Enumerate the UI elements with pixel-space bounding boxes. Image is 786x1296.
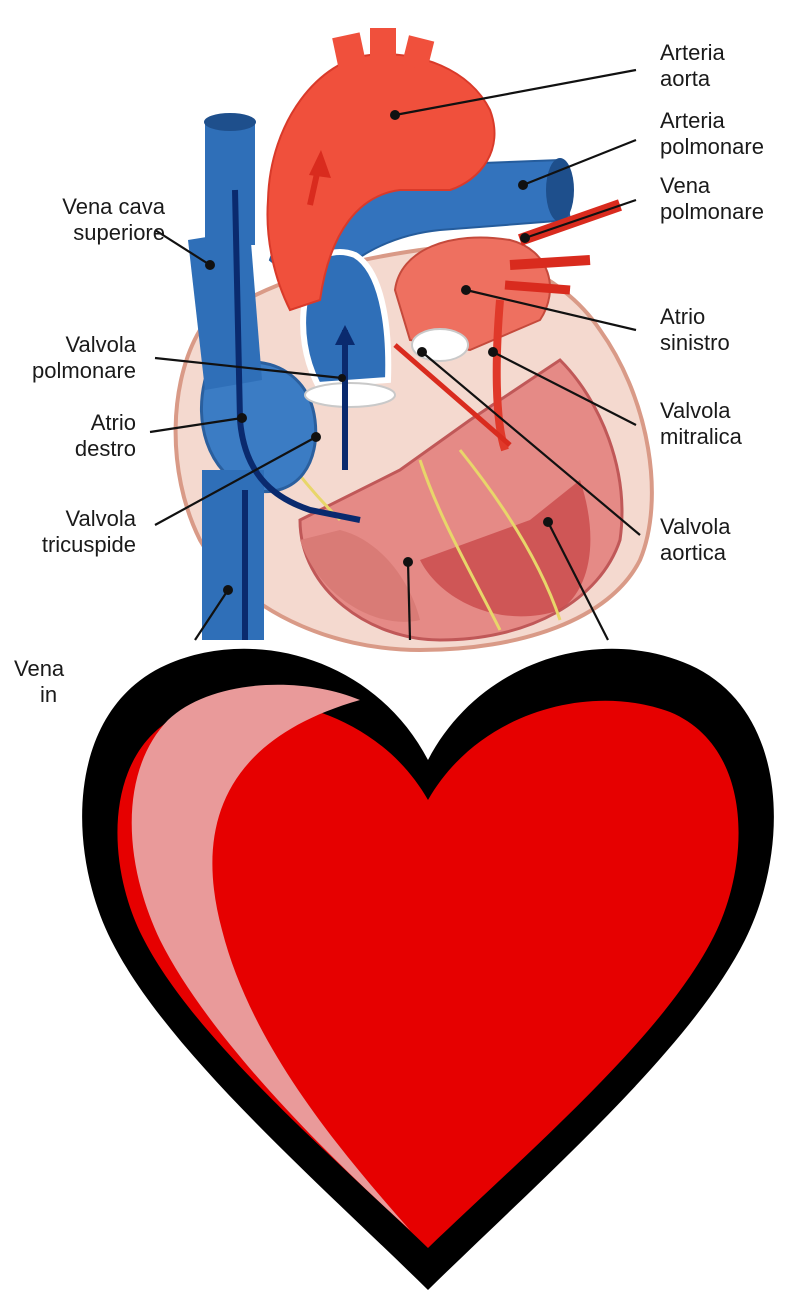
dot-atrio-destro	[237, 413, 247, 423]
pulmonary-artery-opening	[546, 158, 574, 222]
label-arteria-polmonare-line1: Arteria	[660, 108, 726, 133]
label-atrio-sinistro-line2: sinistro	[660, 330, 730, 355]
pulmonary-vein-2	[510, 260, 590, 265]
label-vena-cava-inferiore-line1: Vena	[14, 656, 65, 681]
label-valvola-tricuspide-line2: tricuspide	[42, 532, 136, 557]
label-valvola-aortica-line1: Valvola	[660, 514, 731, 539]
label-arteria-aorta-line1: Arteria	[660, 40, 726, 65]
dot-valvola-mitralica	[488, 347, 498, 357]
dot-vena-polmonare	[520, 233, 530, 243]
label-valvola-aortica-line2: aortica	[660, 540, 727, 565]
dot-vena-cava-inferiore	[223, 585, 233, 595]
dot-valvola-tricuspide	[311, 432, 321, 442]
label-valvola-tricuspide-line1: Valvola	[65, 506, 136, 531]
dot-valvola-polmonare	[338, 374, 346, 382]
svc-opening	[204, 113, 256, 131]
label-vena-cava-superiore-line1: Vena cava	[62, 194, 166, 219]
dot-atrio-sinistro	[461, 285, 471, 295]
heart-icon	[82, 649, 774, 1290]
label-arteria-polmonare-line2: polmonare	[660, 134, 764, 159]
dot-valvola-aortica	[417, 347, 427, 357]
label-atrio-destro-line1: Atrio	[91, 410, 136, 435]
label-arteria-aorta-line2: aorta	[660, 66, 711, 91]
label-vena-polmonare-line1: Vena	[660, 173, 711, 198]
label-valvola-polmonare-line1: Valvola	[65, 332, 136, 357]
dot-arteria-polmonare	[518, 180, 528, 190]
label-vena-cava-inferiore-line2: in	[40, 682, 57, 707]
label-valvola-mitralica-line2: mitralica	[660, 424, 743, 449]
label-atrio-destro-line2: destro	[75, 436, 136, 461]
label-valvola-polmonare-line2: polmonare	[32, 358, 136, 383]
label-vena-polmonare-line2: polmonare	[660, 199, 764, 224]
dot-ventricle-right	[403, 557, 413, 567]
label-atrio-sinistro-line1: Atrio	[660, 304, 705, 329]
label-vena-cava-superiore-line2: superiore	[73, 220, 165, 245]
pulmonary-valve-shape	[305, 383, 395, 407]
pulmonary-vein-3	[505, 285, 570, 290]
dot-vena-cava-superiore	[205, 260, 215, 270]
dot-ventricle-left	[543, 517, 553, 527]
dot-arteria-aorta	[390, 110, 400, 120]
aorta-branch-1	[332, 32, 366, 67]
superior-vena-cava-top	[205, 120, 255, 245]
label-valvola-mitralica-line1: Valvola	[660, 398, 731, 423]
aorta-branch-2	[370, 28, 396, 63]
heart-anatomy-illustration	[176, 28, 652, 650]
